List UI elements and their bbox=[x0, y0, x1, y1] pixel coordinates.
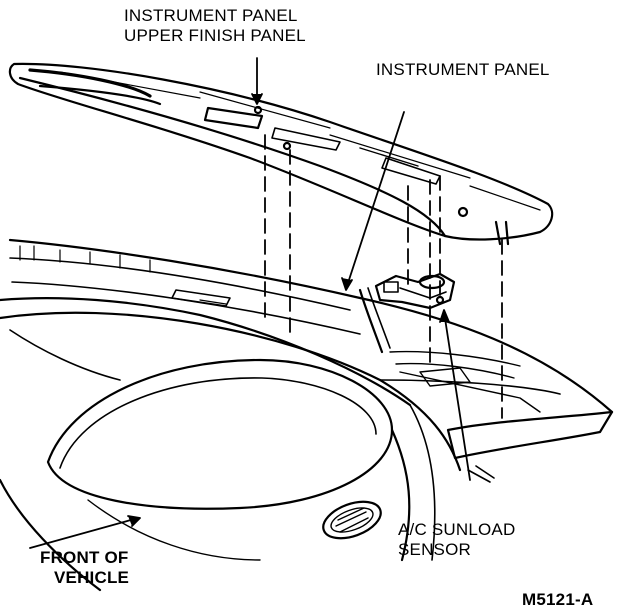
figure-id: M5121-A bbox=[522, 590, 594, 609]
label-upper-finish-panel-line1: INSTRUMENT PANEL bbox=[124, 6, 298, 25]
label-sunload-sensor-line2: SENSOR bbox=[398, 540, 471, 559]
round-vent bbox=[322, 500, 382, 540]
instrument-panel-drawing bbox=[0, 238, 614, 592]
sunload-sensor-drawing bbox=[374, 272, 456, 310]
label-front-of-vehicle-line2: VEHICLE bbox=[54, 568, 130, 587]
alignment-lines bbox=[264, 134, 503, 419]
leader-lines bbox=[29, 57, 471, 549]
label-instrument-panel: INSTRUMENT PANEL bbox=[376, 60, 550, 79]
upper-finish-panel-drawing bbox=[8, 62, 554, 246]
label-upper-finish-panel-line2: UPPER FINISH PANEL bbox=[124, 26, 306, 45]
label-front-of-vehicle-line1: FRONT OF bbox=[40, 548, 129, 567]
label-sunload-sensor-line1: A/C SUNLOAD bbox=[398, 520, 516, 539]
